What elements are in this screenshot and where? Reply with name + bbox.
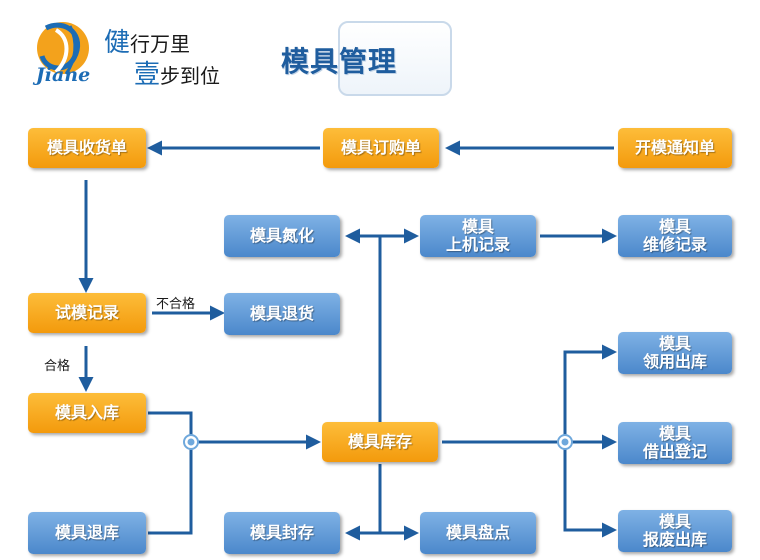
- line-tuiku-to-junction: [148, 442, 193, 535]
- node-weixiu-line-1: 模具: [658, 217, 691, 236]
- node-shimo[interactable]: 试模记录: [28, 293, 146, 333]
- node-baofei-line-1: 模具: [658, 512, 691, 531]
- node-lingyong-line-1: 模具: [658, 334, 691, 353]
- label-hege: 合格: [44, 359, 71, 374]
- node-baofei-line-2: 报废出库: [642, 530, 707, 549]
- node-shouhuo[interactable]: 模具收货单: [28, 128, 146, 168]
- node-shangji-line-1: 模具: [461, 217, 494, 236]
- node-weixiu-line-2: 维修记录: [642, 235, 707, 254]
- slogan-line-1-big: 健: [104, 28, 131, 58]
- node-kaimo[interactable]: 开模通知单: [618, 128, 732, 168]
- node-jiechu-line-1: 模具: [658, 424, 691, 443]
- node-jiechu[interactable]: 模具 借出登记: [618, 422, 732, 464]
- node-shangji-line-2: 上机记录: [445, 235, 510, 254]
- node-ruku[interactable]: 模具入库: [28, 393, 146, 433]
- junction-left-dot: [187, 438, 195, 446]
- node-baofei[interactable]: 模具 报废出库: [618, 510, 732, 552]
- arrow-to-baofei: [563, 448, 617, 538]
- node-tuihuo[interactable]: 模具退货: [224, 293, 340, 335]
- node-shangji[interactable]: 模具 上机记录: [420, 215, 536, 257]
- slogan-line-2: 壹步到位: [134, 54, 220, 91]
- node-tuiku[interactable]: 模具退库: [28, 512, 146, 554]
- node-lingyong[interactable]: 模具 领用出库: [618, 332, 732, 374]
- node-pandian[interactable]: 模具盘点: [420, 512, 536, 554]
- node-weixiu[interactable]: 模具 维修记录: [618, 215, 732, 257]
- page-title: 模具管理: [281, 45, 398, 78]
- junction-right-dot: [561, 438, 569, 446]
- line-ruku-to-junction: [148, 411, 193, 442]
- node-danhua[interactable]: 模具氮化: [224, 215, 340, 257]
- node-lingyong-line-2: 领用出库: [642, 352, 707, 371]
- label-buhege: 不合格: [156, 297, 196, 312]
- jiane-logo-icon: [37, 22, 89, 75]
- slogan-line-2-big: 壹: [134, 60, 161, 90]
- node-kucun[interactable]: 模具库存: [322, 422, 438, 462]
- slogan-line-2-rest: 步到位: [160, 64, 221, 88]
- node-jiechu-line-2: 借出登记: [642, 442, 707, 461]
- logo-text: Jiane: [35, 64, 91, 86]
- node-fengcun[interactable]: 模具封存: [224, 512, 340, 554]
- slogan-line-1-rest: 行万里: [130, 32, 191, 56]
- slogan-line-1: 健行万里: [104, 22, 190, 59]
- node-dinggou[interactable]: 模具订购单: [323, 128, 439, 168]
- arrow-to-lingyong: [563, 344, 617, 436]
- title-frame: [338, 21, 452, 96]
